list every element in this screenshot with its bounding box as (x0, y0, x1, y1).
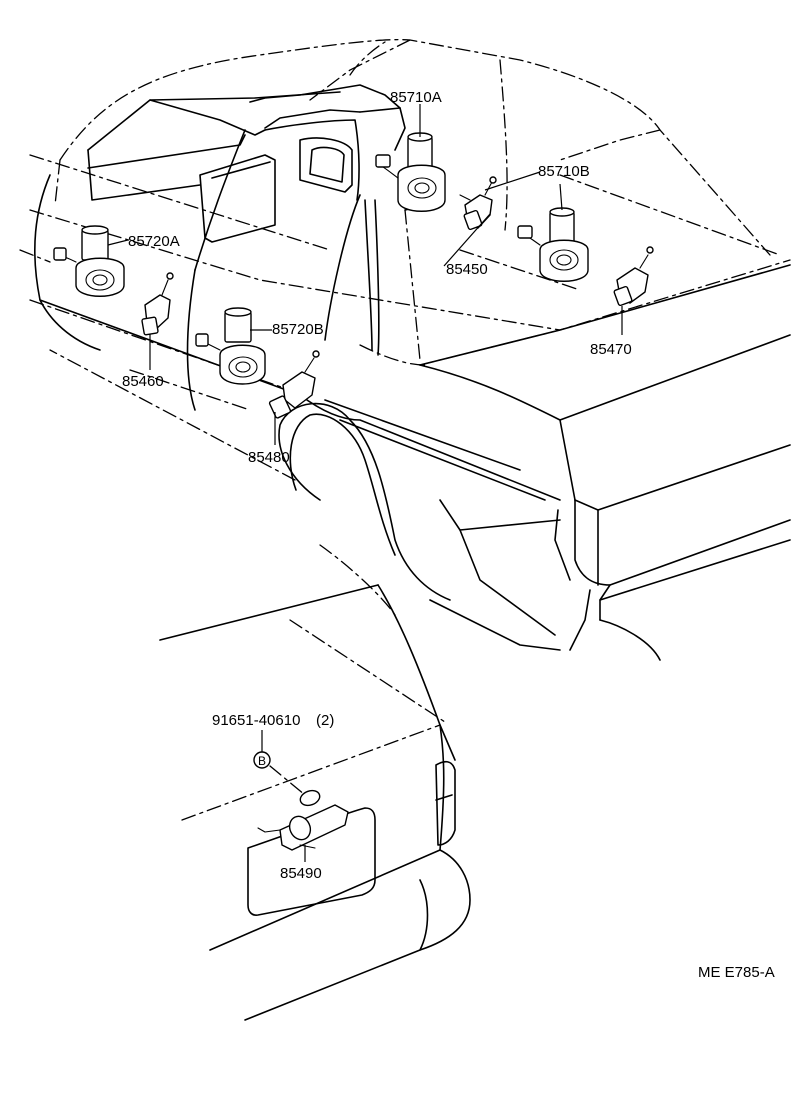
label-85470: 85470 (590, 341, 632, 358)
actuator-85710b (517, 207, 589, 282)
vehicle-body-lower (159, 544, 471, 1021)
actuator-85710a (375, 132, 446, 212)
switch-85470 (613, 246, 654, 307)
part-labels: 85710A 85710B 85720A 85720B 85450 85460 … (122, 89, 775, 981)
trunk-opener-85490 (257, 789, 349, 851)
label-85720a: 85720A (128, 233, 180, 250)
label-85490: 85490 (280, 865, 322, 882)
diagram-code: ME E785-A (698, 964, 775, 981)
actuator-85720b (195, 307, 266, 385)
switch-85450 (459, 176, 497, 231)
leader-lines (107, 104, 623, 862)
label-bolt-number: 91651-40610 (212, 712, 300, 729)
switch-85460 (141, 272, 174, 336)
label-85450: 85450 (446, 261, 488, 278)
vehicle-body-upper (19, 39, 791, 661)
bolt-reference-mark: B (253, 751, 306, 796)
label-85710a: 85710A (390, 89, 442, 106)
label-bolt-quantity: (2) (316, 712, 334, 729)
bolt-mark-letter: B (258, 754, 266, 768)
label-85720b: 85720B (272, 321, 324, 338)
label-85710b: 85710B (538, 163, 590, 180)
label-85460: 85460 (122, 373, 164, 390)
label-85480: 85480 (248, 449, 290, 466)
actuator-85720a (53, 225, 125, 297)
